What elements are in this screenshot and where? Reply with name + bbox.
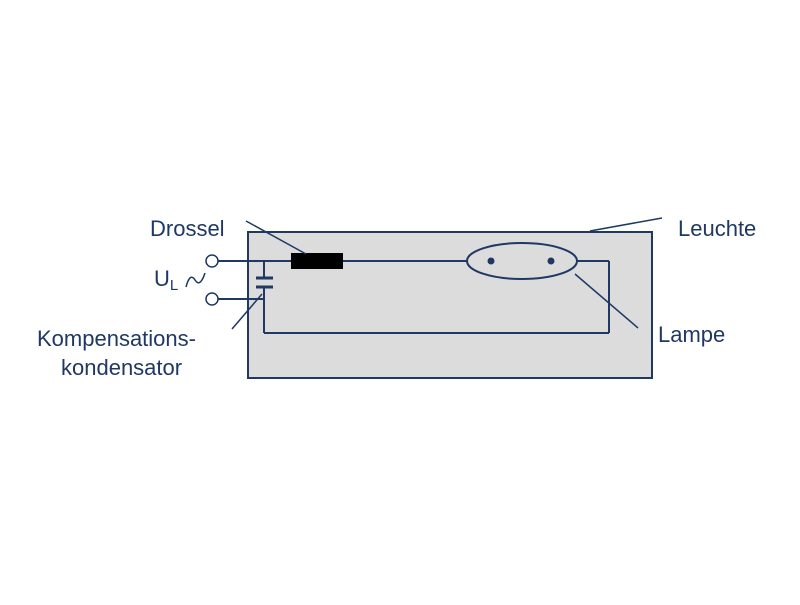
leader-leuchte (589, 217, 663, 232)
label-kompensation-line1: Kompensations- (37, 326, 196, 351)
label-lampe: Lampe (658, 322, 726, 347)
label-voltage: UL (154, 266, 179, 294)
terminal-upper (205, 254, 219, 268)
label-kompensation-line2: kondensator (61, 355, 183, 380)
lamp-electrode-right (547, 257, 555, 265)
voltage-main: U (154, 266, 170, 291)
sine-wave-icon (185, 272, 206, 288)
choke-symbol (291, 253, 343, 269)
voltage-subscript: L (169, 277, 179, 294)
leader-kompensation (231, 293, 263, 330)
label-drossel: Drossel (150, 216, 225, 241)
leader-drossel (245, 220, 307, 255)
lamp-symbol (466, 242, 578, 280)
label-leuchte: Leuchte (678, 216, 757, 241)
terminal-lower (205, 292, 219, 306)
leader-lampe (574, 273, 639, 329)
lamp-electrode-left (487, 257, 495, 265)
